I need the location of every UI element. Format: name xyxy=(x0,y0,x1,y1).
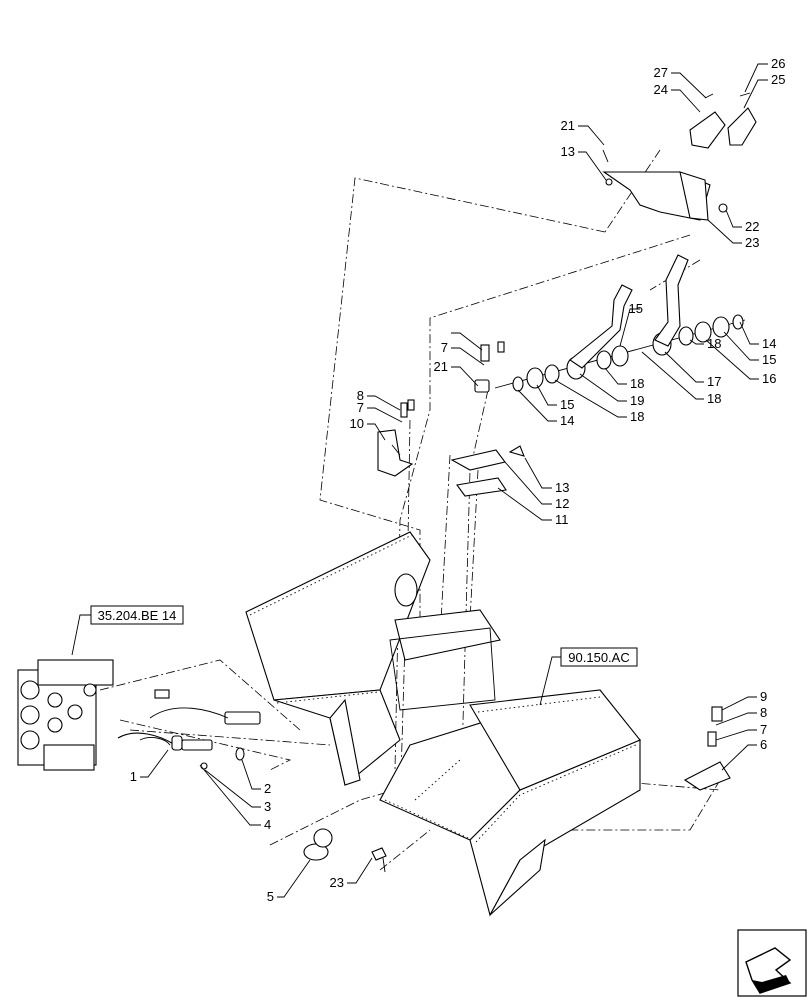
ref-label-90-150: 90.150.AC xyxy=(568,650,629,665)
callout-10: 10 xyxy=(350,416,364,431)
callout-12: 12 xyxy=(555,496,569,511)
callout-7c: 7 xyxy=(760,722,767,737)
control-levers xyxy=(569,254,689,369)
bolts xyxy=(400,149,731,791)
callout-18c: 18 xyxy=(630,376,644,391)
callout-13a: 13 xyxy=(561,144,575,159)
bottom-parts xyxy=(303,828,387,873)
callout-15a: 15 xyxy=(629,301,643,316)
ref-label-35-204: 35.204.BE 14 xyxy=(98,608,177,623)
callout-1: 1 xyxy=(130,769,137,784)
callout-25: 27 xyxy=(654,65,668,80)
callout-14a: 14 xyxy=(560,413,574,428)
callout-13b: 13 xyxy=(555,480,569,495)
valve-block xyxy=(17,659,114,771)
callout-6: 6 xyxy=(760,737,767,752)
callout-7b: 7 xyxy=(441,340,448,355)
callout-8b: 8 xyxy=(760,705,767,720)
control-cable xyxy=(117,689,261,770)
callout-21a: 21 xyxy=(561,118,575,133)
pivot-shaft xyxy=(494,314,746,392)
callout-3: 3 xyxy=(264,799,271,814)
callout-24: 26 xyxy=(771,56,785,71)
callout-26: 23 xyxy=(330,875,344,890)
callout-4: 4 xyxy=(264,817,271,832)
callout-7a: 7 xyxy=(357,400,364,415)
callout-9: 9 xyxy=(760,689,767,704)
ref-box-90-150[interactable]: 90.150.AC xyxy=(539,647,638,706)
callout-17: 17 xyxy=(707,374,721,389)
callout-16: 16 xyxy=(762,371,776,386)
callout-22: 23 xyxy=(745,235,759,250)
callout-14b: 14 xyxy=(762,336,776,351)
callout-15c: 15 xyxy=(762,352,776,367)
callout-18d: 18 xyxy=(630,409,644,424)
callout-19: 19 xyxy=(630,393,644,408)
callout-21b: 22 xyxy=(745,219,759,234)
ref-box-35-204[interactable]: 35.204.BE 14 xyxy=(71,605,184,656)
callout-20: 21 xyxy=(434,359,448,374)
callouts: 1 2 3 4 5 6 7 8 9 8 7 10 11 12 13 21 13 xyxy=(130,56,786,904)
callout-23a: 24 xyxy=(654,82,668,97)
callout-15b: 15 xyxy=(560,397,574,412)
callout-18a: 18 xyxy=(707,336,721,351)
callout-23b: 25 xyxy=(771,72,785,87)
console-cover xyxy=(602,92,757,221)
callout-2: 2 xyxy=(264,781,271,796)
brackets xyxy=(377,429,525,497)
next-page-arrow-icon[interactable] xyxy=(737,929,807,997)
callout-11: 11 xyxy=(555,512,569,527)
console-frame xyxy=(245,531,641,917)
callout-8a: 8 xyxy=(357,388,364,403)
callout-5: 5 xyxy=(267,889,274,904)
callout-18b: 18 xyxy=(707,391,721,406)
